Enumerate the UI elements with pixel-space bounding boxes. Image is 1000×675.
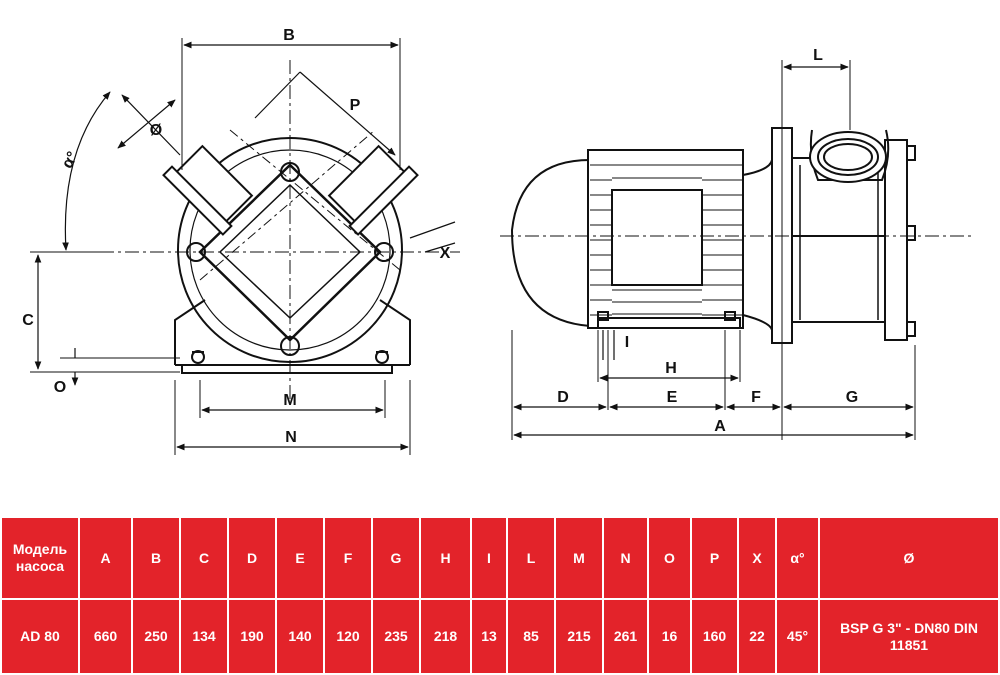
table-cell: 140 [275,598,325,675]
table-cell: 215 [554,598,604,675]
label-E: E [667,389,678,406]
header-cell: N [602,516,649,600]
header-cell: A [78,516,133,600]
header-cell: D [227,516,277,600]
header-cell: B [131,516,181,600]
label-C: C [22,312,34,329]
table-cell: 13 [470,598,508,675]
table-cell: 16 [647,598,692,675]
spec-table: Модель насоса A B C D E F G H I L M N O … [0,516,1000,675]
header-cell: F [323,516,373,600]
header-cell: P [690,516,739,600]
label-A: A [714,418,726,435]
label-L: L [813,47,823,64]
header-cell: C [179,516,229,600]
header-cell: H [419,516,472,600]
label-diam: Ø [150,122,162,139]
table-cell: 45° [775,598,820,675]
label-D: D [557,389,569,406]
side-view [500,60,975,440]
header-cell: Ø [818,516,1000,600]
header-cell: G [371,516,421,600]
table-cell: 134 [179,598,229,675]
label-B: B [283,27,295,44]
table-cell: 218 [419,598,472,675]
table-cell: 85 [506,598,556,675]
label-M: M [283,392,296,409]
label-N: N [285,429,297,446]
label-H: H [665,360,677,377]
table-header-row: Модель насоса A B C D E F G H I L M N O … [0,516,1000,600]
table-cell: 120 [323,598,373,675]
table-cell: 160 [690,598,739,675]
header-cell: X [737,516,777,600]
header-cell: M [554,516,604,600]
front-view [30,38,460,455]
header-cell: L [506,516,556,600]
table-cell: BSP G 3" - DN80 DIN 11851 [818,598,1000,675]
header-cell: Модель насоса [0,516,80,600]
table-row: AD 80 660 250 134 190 140 120 235 218 13… [0,598,1000,675]
table-cell: 261 [602,598,649,675]
label-G: G [846,389,858,406]
table-cell: 235 [371,598,421,675]
label-X: X [440,245,451,262]
table-cell: 22 [737,598,777,675]
table-cell: 250 [131,598,181,675]
table-cell: 190 [227,598,277,675]
label-I: I [625,334,629,351]
header-cell: α° [775,516,820,600]
label-F: F [751,389,761,406]
table-cell: AD 80 [0,598,80,675]
label-O: O [54,379,66,396]
header-cell: I [470,516,508,600]
pump-technical-drawing: B P Ø α° X C O M N L I H D E F G A [22,27,975,455]
label-P: P [350,97,361,114]
label-alpha: α° [59,149,82,172]
header-cell: E [275,516,325,600]
header-cell: O [647,516,692,600]
table-cell: 660 [78,598,133,675]
